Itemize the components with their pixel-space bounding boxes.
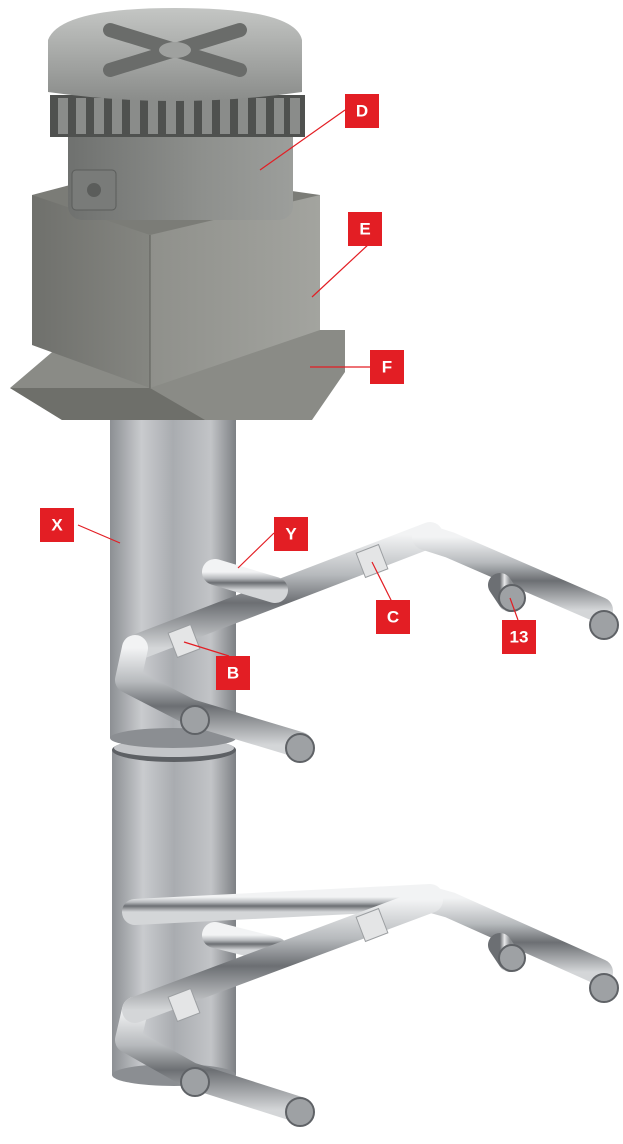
callout-y-box xyxy=(274,517,308,551)
callout-y-label: Y xyxy=(285,525,297,544)
callout-x-label: X xyxy=(51,516,63,535)
roof-box-flange xyxy=(10,185,345,420)
callout-e: E xyxy=(348,212,382,246)
callout-13: 13 xyxy=(502,620,536,654)
lower-branch-pipes xyxy=(115,884,619,1127)
callout-13-box xyxy=(502,620,536,654)
leader-line-e xyxy=(311,242,371,298)
callout-b-label: B xyxy=(227,664,239,683)
callout-d-label: D xyxy=(356,102,368,121)
callout-c: C xyxy=(376,600,410,634)
leader-lines xyxy=(77,109,519,657)
callout-d-box xyxy=(345,94,379,128)
callout-13-label: 13 xyxy=(510,628,529,647)
leader-line-d xyxy=(259,109,346,171)
callout-y: Y xyxy=(274,517,308,551)
callout-b-box xyxy=(216,656,250,690)
leader-line-13 xyxy=(509,597,519,621)
callout-x: X xyxy=(40,508,74,542)
upper-branch-pipes xyxy=(115,522,619,763)
leader-line-c xyxy=(371,561,393,603)
callout-e-label: E xyxy=(359,220,370,239)
callout-e-box xyxy=(348,212,382,246)
callout-c-box xyxy=(376,600,410,634)
fan-head xyxy=(48,8,305,220)
callout-f: F xyxy=(370,350,404,384)
leader-line-b xyxy=(183,641,230,657)
callout-f-label: F xyxy=(382,358,392,377)
leader-line-x xyxy=(77,524,121,544)
leader-line-y xyxy=(237,532,275,569)
callout-c-label: C xyxy=(387,608,399,627)
callout-b: B xyxy=(216,656,250,690)
callout-x-box xyxy=(40,508,74,542)
callout-d: D xyxy=(345,94,379,128)
callout-f-box xyxy=(370,350,404,384)
